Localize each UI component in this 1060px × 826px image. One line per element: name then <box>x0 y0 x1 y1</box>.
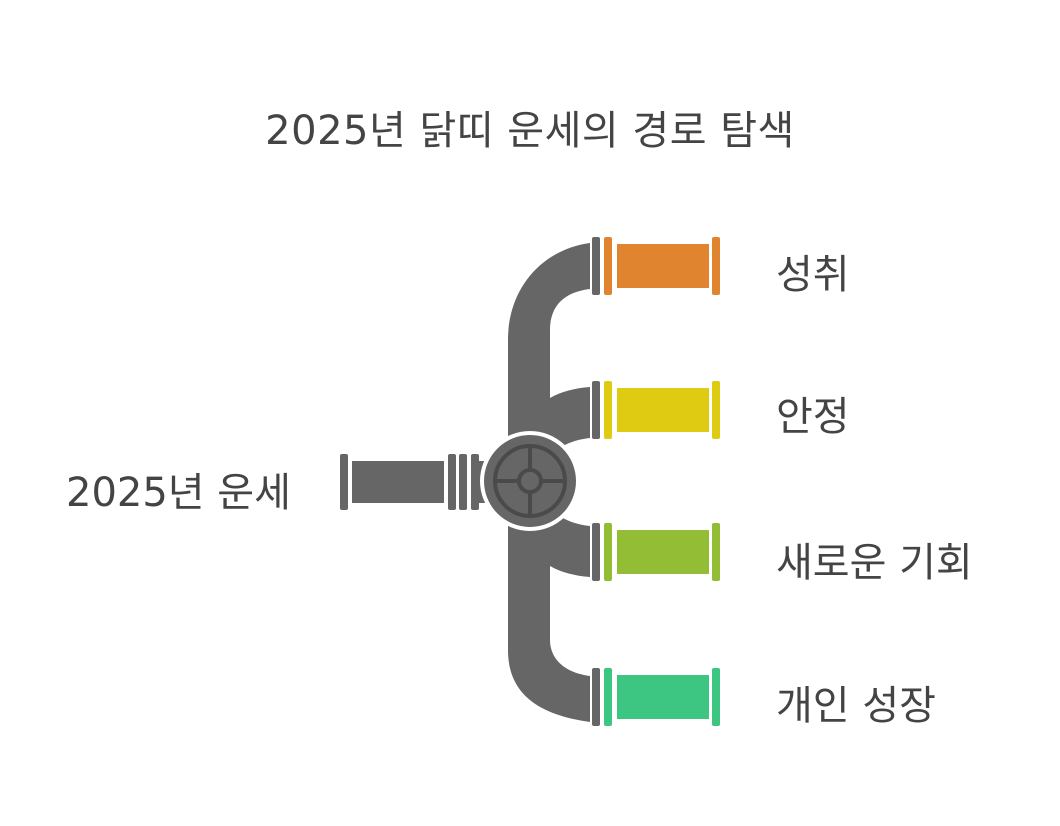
outlet-flange-gray-achievement <box>592 237 600 295</box>
inlet-flange-mid-1 <box>448 454 456 510</box>
outlet-flange-end-personal-growth <box>712 668 720 726</box>
branch-label-new-opportunity: 새로운 기회 <box>776 540 973 586</box>
outlet-flange-color-achievement <box>604 237 612 295</box>
inlet-flange-left <box>340 454 348 510</box>
inlet-flange-right <box>471 454 479 510</box>
valve-wheel-icon <box>480 431 580 531</box>
outlet-pipe-achievement <box>617 244 709 288</box>
outlet-flange-end-new-opportunity <box>712 523 720 581</box>
outlet-pipe-stability <box>617 388 709 432</box>
source-label: 2025년 운세 <box>66 470 291 516</box>
outlet-flange-gray-stability <box>592 381 600 439</box>
outlet-pipe-personal-growth <box>617 675 709 719</box>
outlet-flange-gray-personal-growth <box>592 668 600 726</box>
outlet-flange-color-new-opportunity <box>604 523 612 581</box>
outlet-pipes <box>592 237 720 726</box>
diagram-title: 2025년 닭띠 운세의 경로 탐색 <box>265 108 795 154</box>
outlet-flange-end-achievement <box>712 237 720 295</box>
outlet-flange-color-personal-growth <box>604 668 612 726</box>
outlet-flange-gray-new-opportunity <box>592 523 600 581</box>
outlet-flange-end-stability <box>712 381 720 439</box>
inlet-pipe-body <box>352 461 444 503</box>
inlet-flange-mid-2 <box>459 454 467 510</box>
outlet-pipe-new-opportunity <box>617 530 709 574</box>
branch-label-achievement: 성취 <box>776 252 850 298</box>
branch-label-personal-growth: 개인 성장 <box>776 683 936 729</box>
outlet-flange-color-stability <box>604 381 612 439</box>
branch-label-stability: 안정 <box>776 394 850 440</box>
